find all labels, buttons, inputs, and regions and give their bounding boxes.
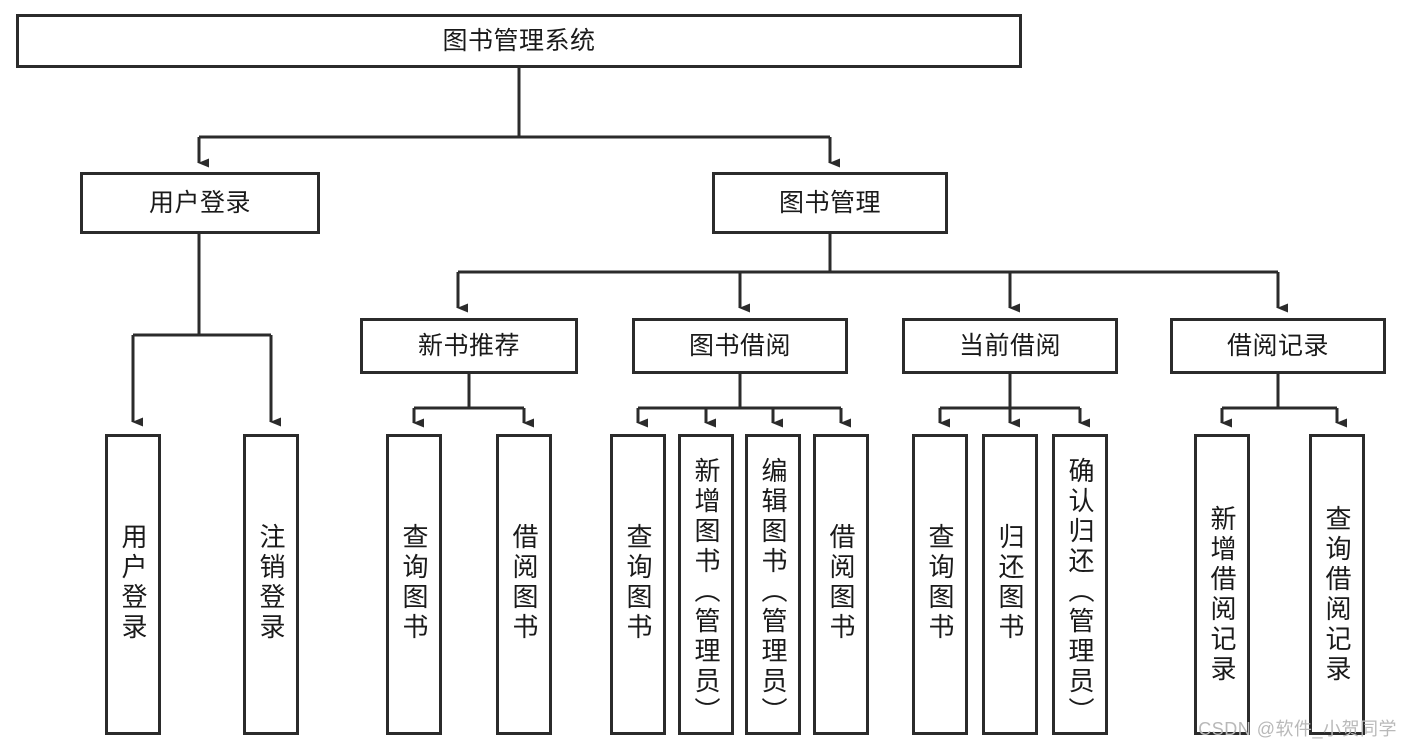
- node-label: 注销登录: [256, 523, 286, 643]
- node-book-management[interactable]: 图书管理: [712, 172, 948, 234]
- node-label: 确认归还（管理员）: [1065, 457, 1095, 727]
- node-root-book-management-system[interactable]: 图书管理系统: [16, 14, 1022, 68]
- watermark: CSDN @软件_小贺同学: [1198, 719, 1397, 739]
- node-leaf-query-book-current[interactable]: 查询图书: [912, 434, 968, 735]
- node-leaf-borrow-book-newbook[interactable]: 借阅图书: [496, 434, 552, 735]
- node-label: 新增借阅记录: [1207, 505, 1237, 685]
- node-leaf-edit-book-admin[interactable]: 编辑图书（管理员）: [745, 434, 801, 735]
- node-label: 查询图书: [925, 523, 955, 643]
- node-label: 图书借阅: [688, 332, 791, 360]
- node-label: 借阅图书: [509, 523, 539, 643]
- node-leaf-add-book-admin[interactable]: 新增图书（管理员）: [678, 434, 734, 735]
- node-label: 图书管理: [778, 189, 881, 217]
- node-label: 新增图书（管理员）: [691, 457, 721, 727]
- node-borrow-record[interactable]: 借阅记录: [1170, 318, 1386, 374]
- node-label: 当前借阅: [958, 332, 1061, 360]
- node-leaf-query-book-borrow[interactable]: 查询图书: [610, 434, 666, 735]
- node-label: 借阅记录: [1226, 332, 1329, 360]
- node-leaf-add-borrow-record[interactable]: 新增借阅记录: [1194, 434, 1250, 735]
- node-label: 新书推荐: [417, 332, 520, 360]
- node-leaf-borrow-book[interactable]: 借阅图书: [813, 434, 869, 735]
- node-user-login[interactable]: 用户登录: [80, 172, 320, 234]
- node-label: 用户登录: [148, 189, 251, 217]
- node-leaf-user-login[interactable]: 用户登录: [105, 434, 161, 735]
- node-label: 编辑图书（管理员）: [758, 457, 788, 727]
- node-leaf-confirm-return-admin[interactable]: 确认归还（管理员）: [1052, 434, 1108, 735]
- node-label: 图书管理系统: [442, 27, 596, 55]
- node-leaf-logout[interactable]: 注销登录: [243, 434, 299, 735]
- node-label: 用户登录: [118, 523, 148, 643]
- node-current-borrow[interactable]: 当前借阅: [902, 318, 1118, 374]
- node-label: 查询图书: [399, 523, 429, 643]
- node-label: 归还图书: [995, 523, 1025, 643]
- node-leaf-return-book[interactable]: 归还图书: [982, 434, 1038, 735]
- node-new-book-recommend[interactable]: 新书推荐: [360, 318, 578, 374]
- node-leaf-query-borrow-record[interactable]: 查询借阅记录: [1309, 434, 1365, 735]
- node-leaf-query-book-newbook[interactable]: 查询图书: [386, 434, 442, 735]
- node-label: 查询图书: [623, 523, 653, 643]
- node-label: 查询借阅记录: [1322, 505, 1352, 685]
- node-book-borrow[interactable]: 图书借阅: [632, 318, 848, 374]
- node-label: 借阅图书: [826, 523, 856, 643]
